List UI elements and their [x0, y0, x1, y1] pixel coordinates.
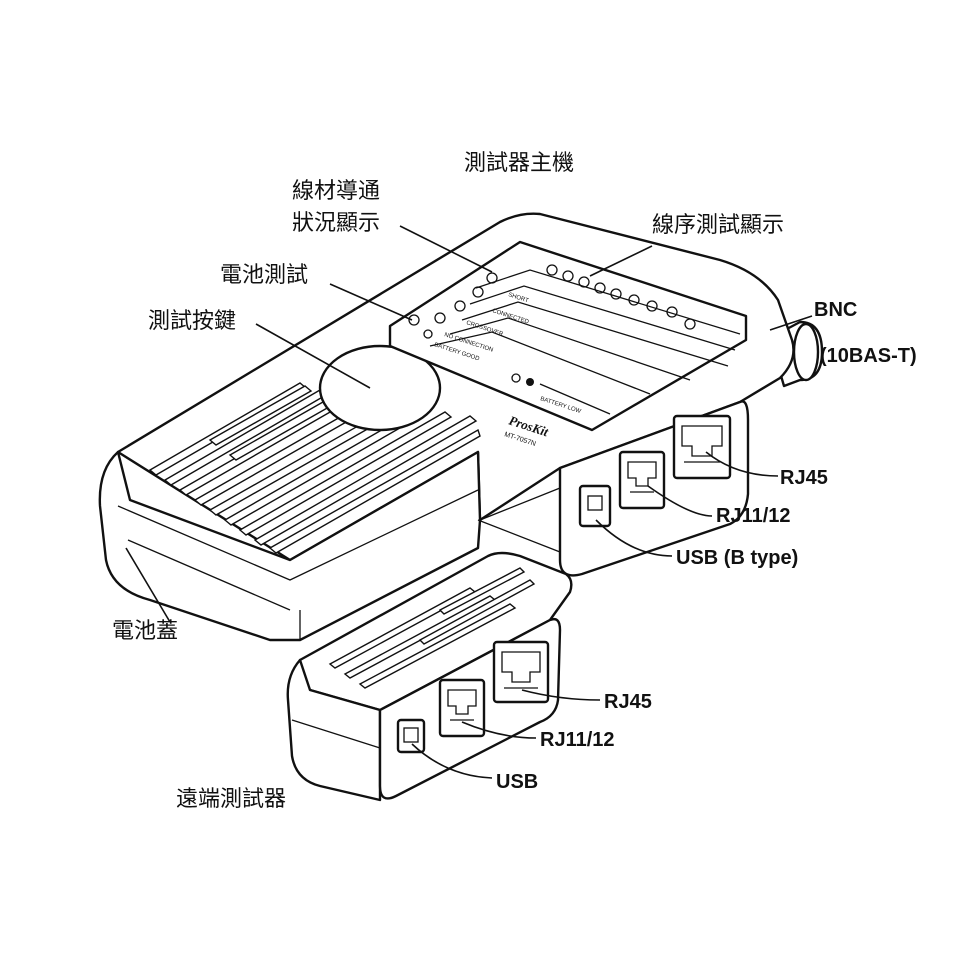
main-unit-side: [98, 450, 482, 642]
remote-unit-side: [286, 658, 382, 802]
label-main-unit: 測試器主機: [464, 151, 574, 176]
label-battery-cover: 電池蓋: [112, 619, 178, 644]
main-unit-drawing: SHORT CONNECTED CROSSOVER NO CONNECTION …: [98, 212, 824, 642]
label-remote-rj45: RJ45: [604, 691, 652, 713]
remote-unit-drawing: [286, 551, 573, 802]
label-remote-rj11: RJ11/12: [540, 729, 615, 751]
main-rj45-port: [672, 414, 732, 480]
label-remote-usb: USB: [496, 771, 538, 793]
test-button[interactable]: [318, 344, 442, 432]
label-main-rj11: RJ11/12: [716, 505, 791, 527]
main-unit-ribs: [148, 382, 481, 554]
label-main-rj45: RJ45: [780, 467, 828, 489]
remote-rj11-port: [438, 678, 486, 738]
remote-usb-port: [396, 718, 426, 754]
led-short: [486, 272, 498, 284]
led-crossover: [454, 300, 466, 312]
label-wire-status-1: 線材導通: [292, 179, 380, 204]
label-wire-order-display: 線序測試顯示: [652, 213, 784, 238]
main-usb-b-port: [578, 484, 612, 528]
label-bnc: BNC: [814, 299, 857, 321]
battery-low-dot: [526, 378, 534, 386]
led-connected: [472, 286, 484, 298]
remote-unit-ribs: [328, 567, 536, 689]
led-battery-good: [423, 329, 433, 339]
label-battery-test: 電池測試: [220, 263, 308, 288]
label-main-usb: USB (B type): [676, 547, 798, 569]
remote-rj45-port: [492, 640, 550, 704]
led-no-connection: [434, 312, 446, 324]
led-display-panel: SHORT CONNECTED CROSSOVER NO CONNECTION …: [388, 240, 748, 448]
main-rj11-port: [618, 450, 666, 510]
led-battery: [408, 314, 420, 326]
label-remote-unit: 遠端測試器: [176, 787, 286, 812]
label-bnc-sub: (10BAS-T): [820, 345, 917, 367]
label-wire-status-2: 狀況顯示: [292, 211, 380, 236]
led-battery-low: [511, 373, 521, 383]
leader-lines: [125, 225, 813, 779]
wire-order-leds: [546, 264, 696, 330]
callout-labels: 測試器主機 線材導通 狀況顯示 線序測試顯示 電池測試 測試按鍵 BNC (10…: [112, 151, 917, 812]
label-test-button: 測試按鍵: [148, 309, 236, 334]
